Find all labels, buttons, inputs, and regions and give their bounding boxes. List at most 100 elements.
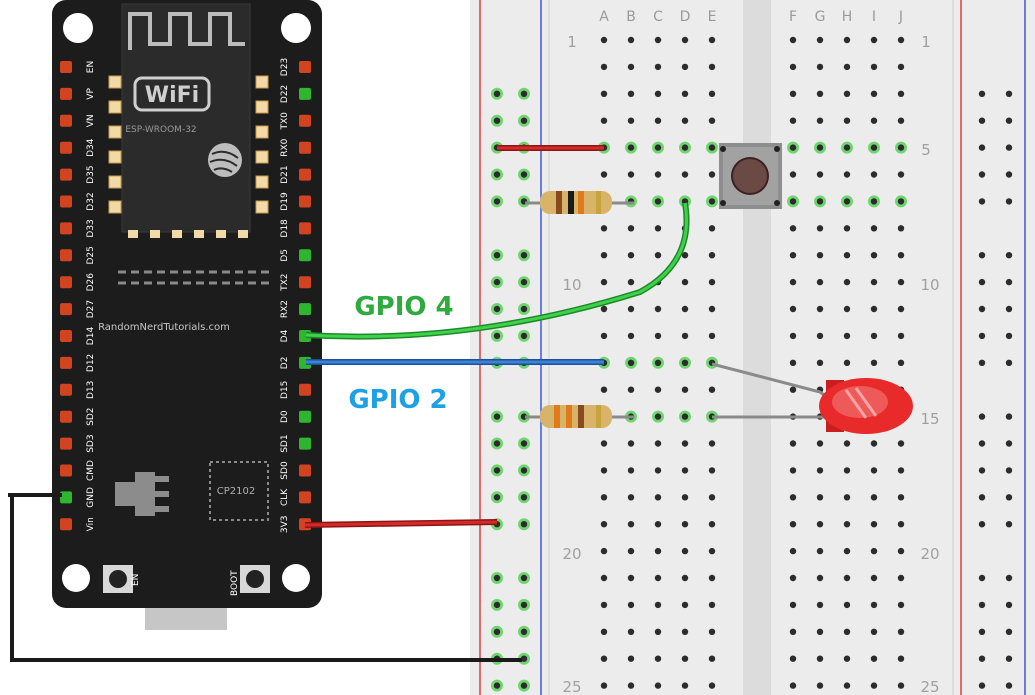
hole (843, 144, 851, 151)
hole (897, 359, 905, 366)
wifi-logo (133, 76, 211, 112)
gpio4-label: GPIO 4 (354, 292, 453, 322)
hole (789, 547, 797, 555)
hole (654, 36, 662, 44)
hole (600, 36, 608, 44)
hole (897, 655, 905, 662)
module-pad (255, 150, 269, 164)
hole (627, 386, 635, 393)
hole (843, 547, 851, 555)
column-label-a: A (599, 9, 609, 25)
rail-hole (1005, 440, 1013, 447)
hole (870, 547, 878, 555)
resistor-led (525, 405, 634, 428)
hole (897, 521, 905, 528)
hole (789, 628, 797, 635)
hole (843, 467, 851, 474)
hole (600, 90, 608, 98)
hole (897, 90, 905, 98)
hole (897, 144, 905, 151)
hole (789, 36, 797, 44)
rail-hole (493, 574, 501, 582)
hole (627, 655, 635, 662)
hole (870, 63, 878, 71)
row-label-25-left: 25 (562, 678, 581, 695)
hole (897, 332, 905, 340)
rail-hole (520, 252, 528, 259)
hole (681, 171, 689, 178)
rail-hole (1005, 252, 1013, 259)
pin-label-en: EN (86, 61, 96, 73)
hole (627, 278, 635, 286)
rail-hole (493, 601, 501, 609)
hole (870, 252, 878, 259)
hole (870, 225, 878, 232)
column-label-c: C (653, 9, 663, 25)
hole (681, 386, 689, 393)
module-pad (108, 200, 122, 214)
esp-wroom-module: WiFi ESP-WROOM-32 (108, 3, 269, 238)
hole (681, 655, 689, 662)
en-button[interactable] (103, 565, 133, 593)
hole (843, 332, 851, 340)
hole (897, 225, 905, 232)
hole (816, 332, 824, 340)
pin-label-d12: D12 (86, 354, 96, 372)
hole (681, 278, 689, 286)
rail-hole (978, 655, 986, 662)
boot-button[interactable] (240, 565, 270, 593)
rail-hole (1005, 305, 1013, 313)
column-label-j: J (898, 9, 903, 25)
module-pad (172, 230, 182, 238)
hole (897, 305, 905, 313)
pin-d34 (60, 141, 72, 154)
hole (789, 144, 797, 151)
column-label-f: F (789, 9, 797, 25)
module-pad (255, 75, 269, 89)
pin-label-d23: D23 (280, 58, 290, 76)
hole (789, 494, 797, 501)
pin-rx2 (299, 303, 311, 316)
rail-hole (520, 305, 528, 313)
row-label-20-left: 20 (562, 545, 581, 563)
row-labels: 1 1 5 10 10 15 20 20 25 25 (562, 33, 939, 695)
hole (708, 144, 716, 151)
hole (681, 252, 689, 259)
hole (627, 628, 635, 635)
rail-hole (1005, 144, 1013, 151)
column-label-d: D (680, 9, 691, 25)
module-label: ESP-WROOM-32 (125, 125, 196, 135)
hole (816, 36, 824, 44)
hole (816, 574, 824, 582)
hole (708, 628, 716, 635)
hole (870, 278, 878, 286)
module-pad (128, 230, 138, 238)
pin-label-d15: D15 (280, 381, 290, 399)
hole (789, 655, 797, 662)
hole (789, 359, 797, 366)
rail-hole (520, 117, 528, 124)
hole (870, 144, 878, 151)
rail-hole (1005, 521, 1013, 528)
pin-label-d21: D21 (280, 165, 290, 183)
left-header-pins: ENVPVND34D35D32D33D25D26D27D14D12D13SD2S… (60, 61, 96, 531)
pin-clk (299, 491, 311, 504)
pin-label-cmd: CMD (86, 460, 96, 481)
hole (600, 494, 608, 501)
hole (816, 682, 824, 689)
hole (816, 521, 824, 528)
rail-hole (493, 440, 501, 447)
hole (600, 63, 608, 71)
hole (708, 278, 716, 286)
hole (681, 117, 689, 124)
rail-hole (978, 252, 986, 259)
rail-hole (520, 574, 528, 582)
pin-d13 (60, 383, 72, 396)
hole (600, 440, 608, 447)
hole (654, 144, 662, 151)
hole (843, 171, 851, 178)
pin-d0 (299, 410, 311, 423)
hole (870, 440, 878, 447)
hole (681, 574, 689, 582)
hole (843, 63, 851, 71)
